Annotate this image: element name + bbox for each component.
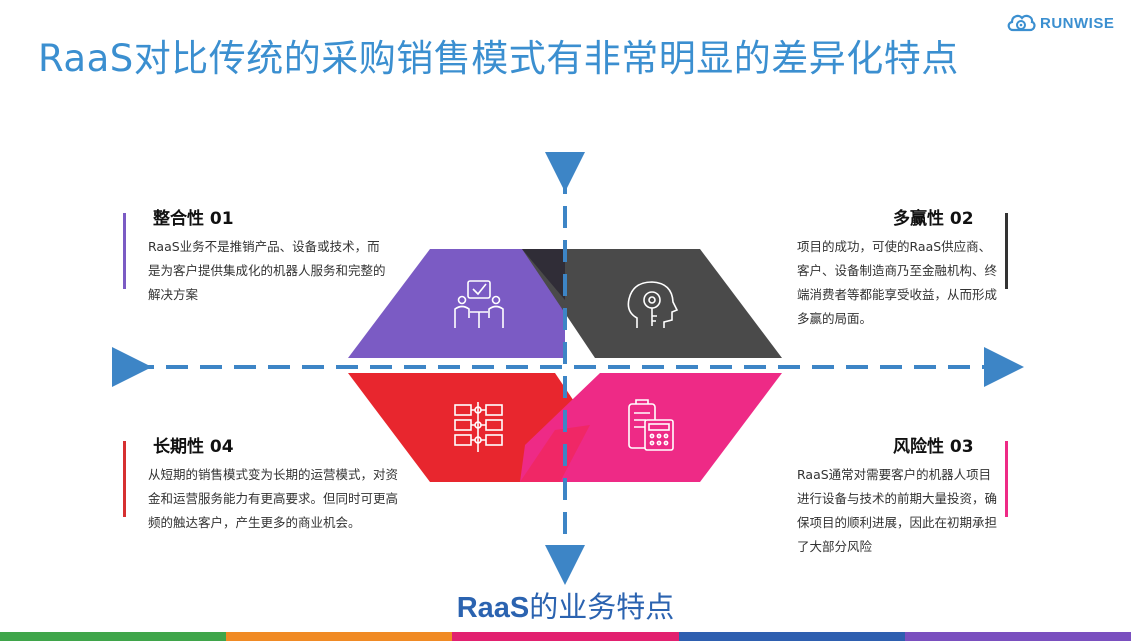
- process-flow-icon: [454, 402, 503, 452]
- cloud-gear-icon: [1007, 14, 1036, 32]
- strip-segment: [0, 632, 227, 641]
- bottom-color-strip: [0, 632, 1131, 641]
- accent-bar-q1: [123, 213, 126, 289]
- strip-segment: [452, 632, 679, 641]
- logo-text: RUNWISE: [1040, 14, 1115, 32]
- caption-bold: RaaS: [456, 592, 530, 624]
- strip-segment: [904, 632, 1131, 641]
- card-title-q2: 多赢性 02: [893, 209, 974, 229]
- logo: RUNWISE: [1006, 10, 1114, 36]
- card-title-q4: 长期性 04: [153, 437, 234, 457]
- accent-bar-q2: [1005, 213, 1008, 289]
- diagram-caption: RaaS的业务特点: [0, 584, 1131, 626]
- card-body-q1: RaaS业务不是推销产品、设备或技术，而是为客户提供集成化的机器人服务和完整的解…: [148, 239, 386, 302]
- page-title: RaaS对比传统的采购销售模式有非常明显的差异化特点: [38, 37, 959, 80]
- quadrant-shape-q1: [348, 249, 565, 358]
- strip-segment: [678, 632, 905, 641]
- accent-bar-q3: [1005, 441, 1008, 517]
- card-body-q2: 项目的成功，可使的RaaS供应商、客户、设备制造商乃至金融机构、终端消费者等都能…: [797, 239, 998, 326]
- team-meeting-icon: [454, 280, 504, 328]
- caption-rest: 的业务特点: [529, 590, 675, 624]
- head-key-icon: [627, 281, 679, 328]
- card-body-q4: 从短期的销售模式变为长期的运营模式，对资金和运营服务能力有更高要求。但同时可更高…: [148, 467, 399, 530]
- card-body-q3: RaaS通常对需要客户的机器人项目进行设备与技术的前期大量投资，确保项目的顺利进…: [797, 467, 998, 554]
- strip-segment: [226, 632, 453, 641]
- calculator-clipboard-icon: [628, 399, 674, 451]
- card-title-q3: 风险性 03: [893, 437, 974, 457]
- accent-bar-q4: [123, 441, 126, 517]
- card-title-q1: 整合性 01: [153, 209, 234, 229]
